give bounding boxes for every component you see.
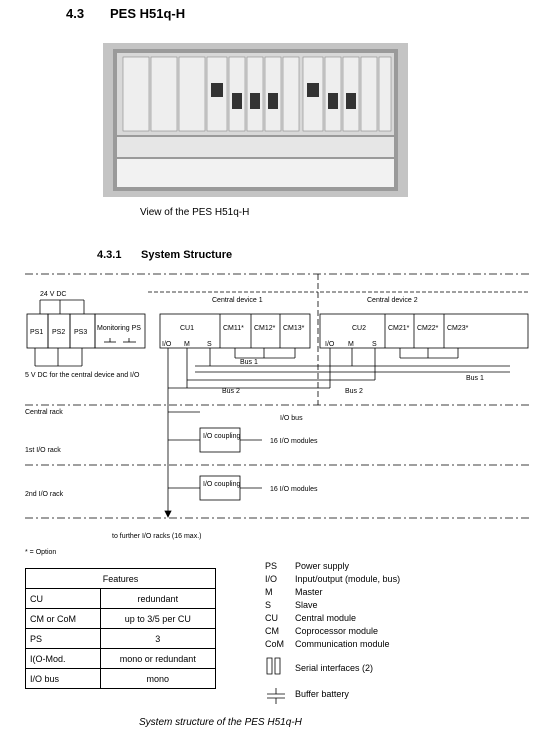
central-device-2-label: Central device 2 xyxy=(367,297,418,304)
cm22-label: CM22* xyxy=(417,325,439,332)
table-row: I(O-Mod.mono or redundant xyxy=(25,648,217,669)
legend-item: CoM Communication module xyxy=(265,638,400,651)
feature-value: redundant xyxy=(99,588,217,609)
cu2-port-s: S xyxy=(372,341,377,348)
section-number: 4.3 xyxy=(66,6,85,21)
central-rack-label: Central rack xyxy=(25,409,63,416)
bus2-label-left: Bus 2 xyxy=(222,388,240,395)
option-note: * = Option xyxy=(25,549,56,556)
io-bus-label: I/O bus xyxy=(280,415,303,422)
cu1-label: CU1 xyxy=(180,325,194,332)
legend-item: PS Power supply xyxy=(265,560,400,573)
cm13-label: CM13* xyxy=(283,325,305,332)
legend-text: Master xyxy=(295,587,323,597)
legend-item: S Slave xyxy=(265,599,400,612)
serial-interface-icon xyxy=(266,657,285,704)
legend-text: Coprocessor module xyxy=(295,626,379,636)
modules-1: 16 I/O modules xyxy=(270,438,318,445)
central-device-1-label: Central device 1 xyxy=(212,297,263,304)
cu1-port-io: I/O xyxy=(162,341,172,348)
cu2-port-io: I/O xyxy=(325,341,335,348)
cm11-label: CM11* xyxy=(223,325,244,332)
ps1-box: PS1 xyxy=(30,329,43,336)
further-racks-label: to further I/O racks (16 max.) xyxy=(112,533,201,540)
legend-text: Central module xyxy=(295,613,357,623)
legend-abbr: S xyxy=(265,600,272,610)
section-title: PES H51q-H xyxy=(110,6,186,21)
monitoring-ps-box: Monitoring PS xyxy=(97,325,141,332)
io-coupling-2: I/O coupling xyxy=(203,481,240,488)
legend-text: Communication module xyxy=(295,639,390,649)
io-coupling-1: I/O coupling xyxy=(203,433,240,440)
abbreviation-legend: PS Power supply I/O Input/output (module, … xyxy=(265,560,400,651)
modules-2: 16 I/O modules xyxy=(270,486,318,493)
cu1-port-m: M xyxy=(184,341,190,348)
ps3-box: PS3 xyxy=(74,329,87,336)
feature-value: up to 3/5 per CU xyxy=(99,608,217,629)
rack-photo xyxy=(103,43,408,197)
legend-text: Slave xyxy=(295,600,318,610)
feature-name: CU xyxy=(25,588,101,609)
serial-interfaces-label: Serial interfaces (2) xyxy=(295,663,374,673)
feature-name: I(O-Mod. xyxy=(25,648,101,669)
bus1-label-left: Bus 1 xyxy=(240,359,258,366)
rack1-label: 1st I/O rack xyxy=(25,447,61,454)
feature-name: PS xyxy=(25,628,101,649)
feature-value: 3 xyxy=(99,628,217,649)
legend-abbr: PS xyxy=(265,561,278,571)
label-24v: 24 V DC xyxy=(40,291,66,298)
legend-item: CM Coprocessor module xyxy=(265,625,400,638)
figure-caption: System structure of the PES H51q-H xyxy=(139,717,302,728)
buffer-battery-label: Buffer battery xyxy=(295,689,349,699)
feature-value: mono or redundant xyxy=(99,648,217,669)
feature-value: mono xyxy=(99,668,217,689)
legend-abbr: CM xyxy=(265,626,279,636)
bus1-label-right: Bus 1 xyxy=(466,375,484,382)
cu1-port-s: S xyxy=(207,341,212,348)
legend-abbr: CU xyxy=(265,613,278,623)
subsection-title: System Structure xyxy=(141,249,233,261)
legend-item: M Master xyxy=(265,586,400,599)
features-header: Features xyxy=(25,568,216,589)
legend-abbr: I/O xyxy=(265,574,278,584)
label-5v: 5 V DC for the central device and I/O xyxy=(25,372,140,379)
rack2-label: 2nd I/O rack xyxy=(25,491,64,498)
system-structure-diagram: 24 V DC PS1 PS2 PS3 Monitoring PS 5 V DC… xyxy=(25,273,530,556)
subsection-number: 4.3.1 xyxy=(97,249,122,261)
cm21-label: CM21* xyxy=(388,325,410,332)
legend-abbr: CoM xyxy=(265,639,285,649)
legend-text: Input/output (module, bus) xyxy=(295,574,401,584)
feature-name: CM or CoM xyxy=(25,608,101,629)
bus2-label-right: Bus 2 xyxy=(345,388,363,395)
legend-item: CU Central module xyxy=(265,612,400,625)
photo-caption: View of the PES H51q-H xyxy=(140,207,250,218)
feature-name: I/O bus xyxy=(25,668,101,689)
cm12-label: CM12* xyxy=(254,325,276,332)
cu2-port-m: M xyxy=(348,341,354,348)
legend-text: Power supply xyxy=(295,561,350,571)
legend-abbr: M xyxy=(265,587,273,597)
ps2-box: PS2 xyxy=(52,329,65,336)
cm23-label: CM23* xyxy=(447,325,469,332)
cu2-label: CU2 xyxy=(352,325,366,332)
legend-item: I/O Input/output (module, bus) xyxy=(265,573,400,586)
